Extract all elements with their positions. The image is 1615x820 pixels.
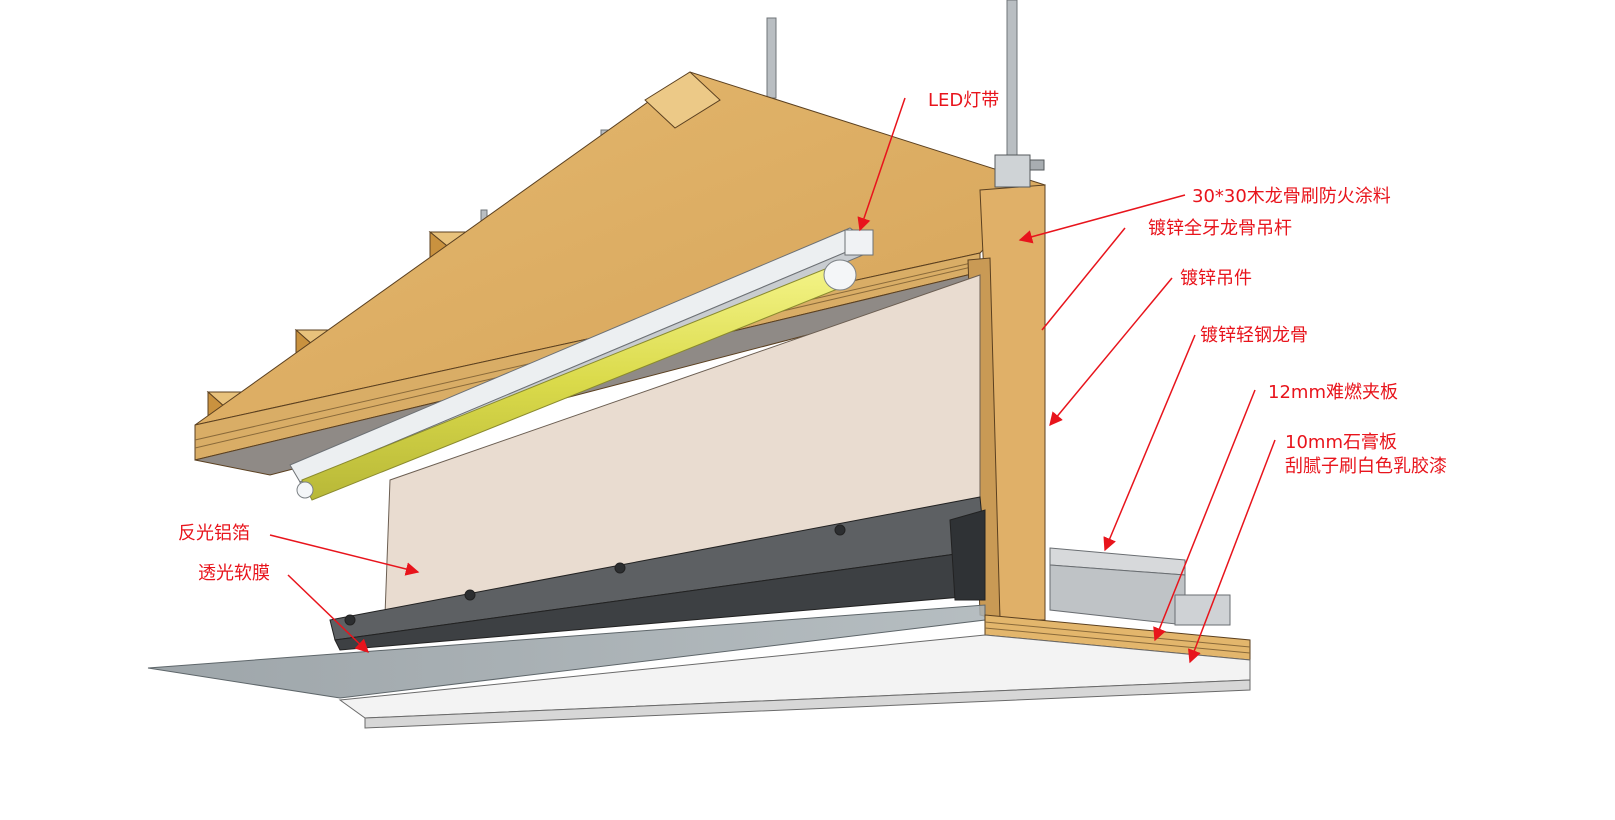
label-hanger-clip: 镀锌吊件 (1180, 268, 1252, 289)
label-gypsum-line2: 刮腻子刷白色乳胶漆 (1285, 456, 1447, 477)
steel-keel (1049, 547, 1231, 626)
label-plywood: 12mm难燃夹板 (1268, 382, 1398, 403)
label-hanger-rod: 镀锌全牙龙骨吊杆 (1148, 218, 1292, 239)
leader-lines (269, 97, 1276, 664)
label-steel-keel: 镀锌轻钢龙骨 (1200, 325, 1308, 346)
gypsum-board (338, 634, 1251, 729)
hanger-clip (994, 154, 1045, 188)
fluorescent-tube (296, 259, 857, 501)
label-foil: 反光铝箔 (178, 523, 250, 544)
label-led-strip: LED灯带 (928, 90, 1000, 111)
aluminum-channel (329, 496, 986, 651)
label-gypsum-line1: 10mm石膏板 (1285, 432, 1397, 453)
label-wood-keel: 30*30木龙骨刷防火涂料 (1192, 186, 1391, 207)
label-film: 透光软膜 (198, 563, 270, 584)
